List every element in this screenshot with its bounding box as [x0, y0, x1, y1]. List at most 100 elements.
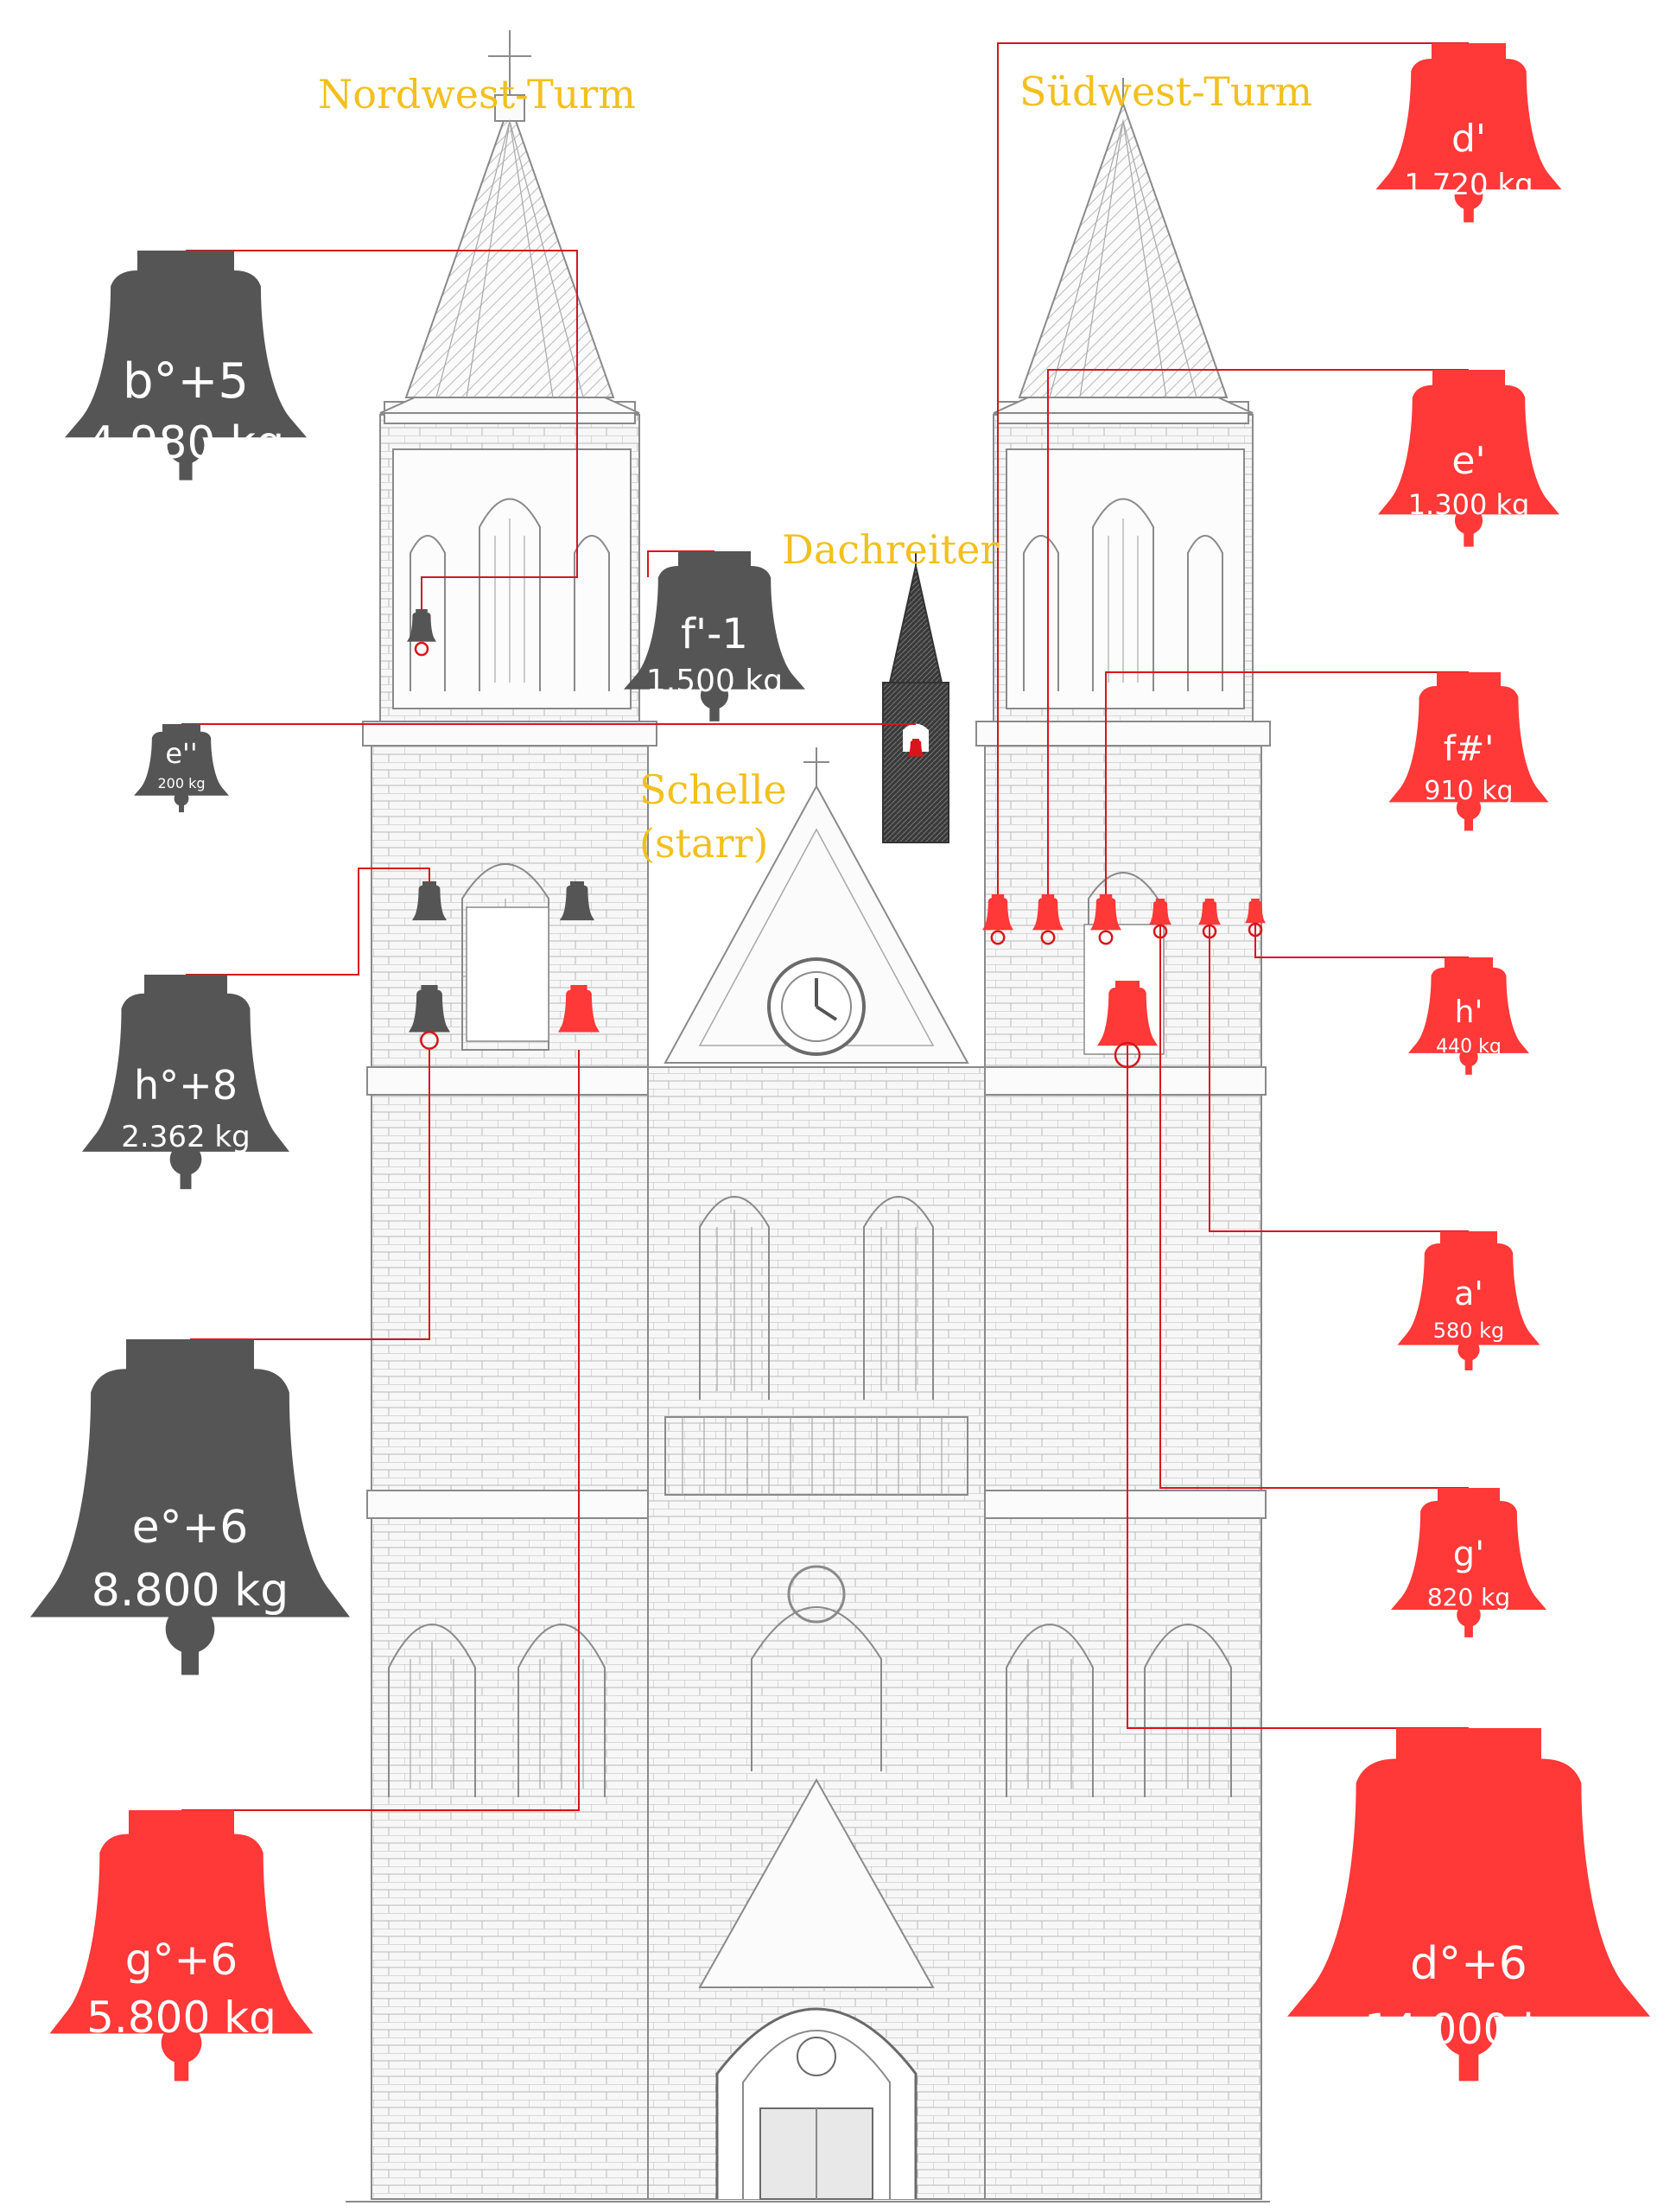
- bell-note: f#': [1444, 729, 1495, 769]
- northwest-tower-drawing: [362, 30, 657, 2200]
- connector-e1: [1047, 369, 1469, 894]
- bell-note: d': [1451, 117, 1486, 161]
- bell-note: e°+6: [132, 1502, 249, 1554]
- bells_right-bell-3: f#' 910 kg: [1388, 672, 1549, 831]
- bell-weight: 5.800 kg: [86, 1993, 276, 2043]
- bell-clapper-shaft: [1464, 807, 1473, 831]
- facade-bell-9-marker: [1098, 930, 1114, 945]
- bell-icon: [1378, 370, 1559, 515]
- bell-icon: [1287, 1728, 1650, 2017]
- bells_left-bell-5: e°+6 8.800 kg: [30, 1339, 350, 1675]
- dachreiter-drawing: [882, 553, 949, 843]
- bell-clapper-shaft: [1464, 1615, 1473, 1637]
- bell-clapper-shaft: [179, 798, 184, 813]
- bell-weight: 1.720 kg: [1404, 168, 1533, 202]
- connector-b5: [186, 250, 578, 609]
- bell-weight: 910 kg: [1424, 776, 1513, 806]
- bells_right-bell-1: d' 1.720 kg: [1375, 43, 1562, 223]
- facade-bell-1-marker: [414, 641, 429, 657]
- bell-clapper-shaft: [1465, 1057, 1472, 1075]
- bell-clapper-shaft: [179, 445, 193, 480]
- connector-d1: [997, 42, 1469, 894]
- bell-icon: [1391, 1488, 1546, 1610]
- bell-weight: 1.500 kg: [646, 664, 783, 699]
- bell-clapper-shaft: [181, 1629, 199, 1675]
- facade-bell-13-icon: [1097, 981, 1158, 1046]
- facade-bell-7-marker: [990, 930, 1006, 945]
- facade-bell-9-icon: [1090, 894, 1121, 931]
- tower-labels: Nordwest-Turm Südwest-Turm Dachreiter Sc…: [318, 68, 1312, 867]
- facade-bell-6-icon: [558, 985, 600, 1033]
- bell-weight: 4.980 kg: [87, 417, 285, 469]
- connector-d6: [1127, 1046, 1469, 1729]
- bells_right-bell-6: g' 820 kg: [1391, 1488, 1546, 1637]
- label-southwest-tower: Südwest-Turm: [1019, 68, 1312, 115]
- facade-bells: [407, 609, 1266, 1069]
- bell-clapper-shaft: [1464, 195, 1474, 223]
- facade-bell-12-icon: [1245, 899, 1266, 924]
- bell-clapper-shaft: [180, 1159, 192, 1190]
- bell-note: e': [1451, 439, 1485, 483]
- facade-bell-10-icon: [1149, 899, 1172, 925]
- bell-note: h°+8: [134, 1062, 238, 1109]
- bells_left-bell-2: f'-1 1.500 kg: [624, 551, 805, 721]
- bells_right-bell-2: e'1.300 kg: [1378, 370, 1559, 547]
- facade-bell-5-icon: [409, 985, 450, 1033]
- connector-h8: [186, 868, 430, 976]
- label-dachreiter: Dachreiter: [782, 526, 999, 573]
- bell-clapper-shaft: [1464, 520, 1474, 547]
- bell-note: f'-1: [681, 610, 748, 658]
- facade-bell-10-marker: [1152, 924, 1168, 939]
- bell-icon: [1388, 672, 1549, 803]
- bell-weight: 820 kg: [1427, 1583, 1510, 1611]
- bell-icon: [134, 724, 229, 796]
- bell-clapper-shaft: [174, 2043, 189, 2082]
- facade-bell-11-icon: [1198, 899, 1221, 925]
- connector-e6: [190, 1050, 430, 1340]
- bell-icon: [1375, 43, 1562, 190]
- bell-icon: [30, 1339, 350, 1618]
- label-schelle: Schelle: [639, 766, 787, 813]
- facade-bell-7-icon: [982, 894, 1013, 931]
- facade-bell-13-marker: [1114, 1041, 1141, 1069]
- bell-icon: [1408, 957, 1529, 1053]
- bells_left-bell-3: e'' 200 kg: [134, 724, 229, 813]
- facade-bell-3-icon: [412, 881, 447, 921]
- cathedral-facade: [346, 30, 1271, 2202]
- bell-weight: 8.800 kg: [92, 1565, 289, 1617]
- bells_right-bell-4: h'440 kg: [1408, 957, 1529, 1075]
- bells_left-bell-6: g°+65.800 kg: [49, 1810, 314, 2082]
- bells_right-bell-5: a'580 kg: [1397, 1231, 1540, 1370]
- bells_right-bell-7: d°+6 14.000 kg: [1287, 1728, 1650, 2082]
- bell-icon: [65, 251, 307, 438]
- connector-lines: [181, 42, 1469, 1811]
- bell-clapper-shaft: [709, 695, 720, 721]
- connector-a1: [1209, 912, 1469, 1232]
- facade-bell-8-icon: [1032, 894, 1064, 931]
- bell-note: e'': [165, 737, 197, 770]
- facade-bell-12-marker: [1248, 922, 1263, 938]
- bell-weight: 2.362 kg: [121, 1120, 250, 1154]
- bell-weight: 200 kg: [157, 775, 205, 791]
- bell-legend: b°+54.980 kg f'-1 1.500 kg e'' 200 kg h°+8 2.3…: [30, 43, 1650, 2082]
- connector-fs1: [1105, 671, 1469, 894]
- bell-clapper-shaft: [1458, 2028, 1479, 2082]
- connector-g1: [1159, 912, 1469, 1489]
- bells_left-bell-1: b°+54.980 kg: [65, 251, 307, 480]
- bell-note: h': [1455, 995, 1483, 1030]
- facade-bell-14-icon: [907, 739, 924, 757]
- bell-icon: [49, 1810, 314, 2034]
- bell-icon: [624, 551, 805, 690]
- bell-note: g': [1453, 1535, 1484, 1574]
- bell-icon: [82, 975, 289, 1152]
- facade-bell-8-marker: [1040, 930, 1056, 945]
- southwest-tower-drawing: [975, 78, 1271, 2200]
- connector-h1: [1254, 912, 1469, 958]
- bell-weight: 14.000 kg: [1364, 2005, 1572, 2054]
- bell-weight: 580 kg: [1433, 1319, 1505, 1343]
- bell-note: d°+6: [1410, 1938, 1527, 1990]
- bells_left-bell-4: h°+8 2.362 kg: [82, 975, 289, 1190]
- bell-clapper: [165, 1604, 215, 1654]
- facade-bell-4-icon: [560, 881, 594, 921]
